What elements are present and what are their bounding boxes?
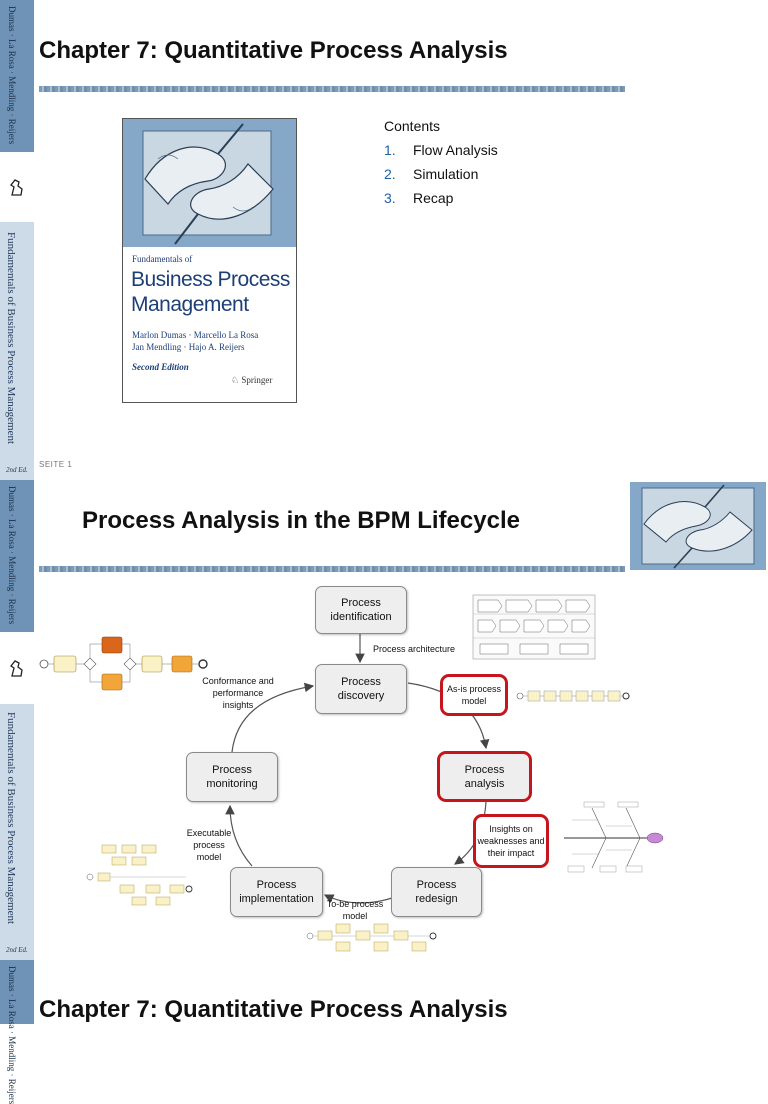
executable-model-thumbnail <box>86 844 193 906</box>
spine-edition: 2nd Ed. <box>6 466 28 474</box>
slide-title: Process Analysis in the BPM Lifecycle <box>82 507 520 534</box>
box-process-implementation[interactable]: Process implementation <box>230 867 323 917</box>
spine-authors-band: Dumas · La Rosa · Mendling · Reijers <box>0 0 34 152</box>
spine-title-band: Fundamentals of Business Process Managem… <box>0 704 34 960</box>
cover-authors-line: Jan Mendling · Hajo A. Reijers <box>132 342 245 352</box>
contents-number: 3. <box>384 190 396 206</box>
label-tobe-model: To-be process model <box>326 898 384 922</box>
contents-heading: Contents <box>384 118 441 134</box>
label-line: As-is process <box>446 684 501 694</box>
springer-horse-icon <box>10 660 23 677</box>
label-process-architecture: Process architecture <box>373 644 456 654</box>
label-line: weaknesses and <box>477 836 545 846</box>
cover-title: Business Process Management <box>131 267 290 317</box>
contents-list: 1. Flow Analysis 2. Simulation 3. Recap <box>384 142 498 214</box>
drawing-hands-illustration <box>123 119 296 247</box>
box-label: analysis <box>464 777 505 790</box>
label-executable-model: Executable process model <box>180 827 238 863</box>
box-label: Process <box>416 879 457 891</box>
cover-artwork <box>123 119 296 247</box>
contents-item[interactable]: 1. Flow Analysis <box>384 142 498 166</box>
box-label: Process <box>341 676 381 688</box>
label-line: model <box>461 696 487 706</box>
cover-title-line: Business Process <box>131 268 290 291</box>
cover-art-thumbnail <box>630 482 766 570</box>
contents-item[interactable]: 2. Simulation <box>384 166 498 190</box>
cover-edition: Second Edition <box>132 362 189 372</box>
spine-title-band: Fundamentals of Business Process Managem… <box>0 222 34 480</box>
box-process-discovery[interactable]: Process discovery <box>315 664 407 714</box>
page-label: SEITE 1 <box>39 460 73 469</box>
box-label: identification <box>330 611 392 623</box>
cover-authors: Marlon Dumas · Marcello La Rosa Jan Mend… <box>132 329 258 353</box>
springer-horse-icon <box>10 179 23 196</box>
label-line: Conformance and <box>202 676 274 686</box>
box-label: Process <box>256 879 297 891</box>
slide-title: Chapter 7: Quantitative Process Analysis <box>39 37 508 64</box>
box-label: discovery <box>337 690 385 702</box>
label-line: performance <box>212 688 264 698</box>
tobe-model-thumbnail <box>306 923 437 952</box>
label-line: their impact <box>487 848 535 858</box>
contents-label: Simulation <box>413 166 479 182</box>
label-line: To-be process <box>326 899 384 909</box>
label-conformance-insights: Conformance and performance insights <box>200 675 276 711</box>
springer-horse-icon: ♘ <box>231 375 240 385</box>
asis-model-thumbnail <box>516 690 630 702</box>
title-rule <box>39 86 625 92</box>
cover-subtitle: Fundamentals of <box>132 254 193 264</box>
box-process-redesign[interactable]: Process redesign <box>391 867 482 917</box>
book-cover: Fundamentals of Business Process Managem… <box>122 118 297 403</box>
publisher-name: Springer <box>241 375 273 385</box>
spine-authors-band: Dumas · La Rosa · Mendling · Reijers <box>0 480 34 632</box>
box-label: Process <box>212 764 252 776</box>
box-label: Process <box>464 763 505 776</box>
cover-title-line: Management <box>131 293 249 316</box>
label-line: model <box>196 852 222 862</box>
spine-logo <box>0 152 34 222</box>
box-process-monitoring[interactable]: Process monitoring <box>186 752 278 802</box>
label-line: Insights on <box>489 824 533 834</box>
label-line: Executable <box>186 828 232 838</box>
contents-number: 1. <box>384 142 396 158</box>
label-line: insights <box>222 700 254 710</box>
title-rule <box>39 566 625 572</box>
box-label: implementation <box>239 893 314 905</box>
label-asis-model: As-is process model <box>440 674 508 716</box>
spine-authors-band: Dumas · La Rosa · Mendling · Reijers <box>0 960 34 1104</box>
fishbone-diagram-thumbnail <box>564 801 664 873</box>
box-label: redesign <box>415 893 458 905</box>
spine-logo <box>0 632 34 704</box>
slide-title: Chapter 7: Quantitative Process Analysis <box>39 996 508 1023</box>
box-process-identification[interactable]: Process identification <box>315 586 407 634</box>
contents-label: Recap <box>413 190 454 206</box>
drawing-hands-illustration <box>641 484 755 569</box>
box-label: Process <box>341 597 381 609</box>
cover-authors-line: Marlon Dumas · Marcello La Rosa <box>132 330 259 340</box>
contents-item[interactable]: 3. Recap <box>384 190 498 214</box>
contents-number: 2. <box>384 166 396 182</box>
label-line: model <box>342 911 368 921</box>
label-line: process <box>193 840 225 850</box>
process-architecture-thumbnail <box>472 594 596 660</box>
monitoring-process-thumbnail <box>39 636 208 691</box>
spine-edition: 2nd Ed. <box>6 946 28 954</box>
contents-label: Flow Analysis <box>413 142 498 158</box>
label-insights-weaknesses: Insights on weaknesses and their impact <box>473 814 549 868</box>
box-label: monitoring <box>206 778 258 790</box>
cover-publisher: ♘ Springer <box>231 375 272 386</box>
